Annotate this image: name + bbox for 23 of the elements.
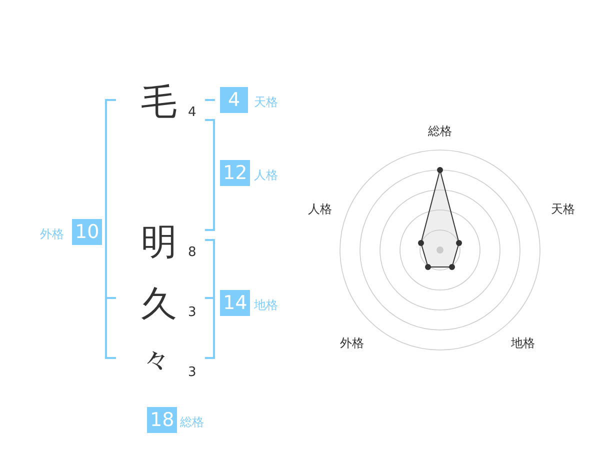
axis-label: 外格 bbox=[340, 335, 364, 352]
axis-label: 地格 bbox=[511, 335, 535, 352]
axis-label: 総格 bbox=[428, 123, 452, 140]
stroke-count: 8 bbox=[188, 245, 196, 260]
score-box: 12 bbox=[220, 160, 250, 186]
stroke-count: 4 bbox=[188, 105, 196, 120]
score-box: 18 bbox=[147, 407, 178, 433]
axis-label: 天格 bbox=[551, 201, 575, 218]
axis-label: 人格 bbox=[308, 201, 332, 218]
name-character: 々 bbox=[141, 342, 171, 380]
name-character: 明 bbox=[141, 221, 177, 265]
score-box: 14 bbox=[220, 290, 250, 316]
score-box: 4 bbox=[220, 87, 248, 113]
name-character: 毛 bbox=[141, 81, 177, 125]
score-label: 総格 bbox=[180, 414, 204, 431]
stroke-count: 3 bbox=[188, 305, 196, 320]
score-label: 外格 bbox=[40, 226, 64, 243]
score-label: 人格 bbox=[254, 167, 278, 184]
score-label: 地格 bbox=[254, 297, 278, 314]
score-box: 10 bbox=[72, 219, 102, 245]
stroke-count: 3 bbox=[188, 365, 196, 380]
name-character: 久 bbox=[141, 283, 177, 327]
score-label: 天格 bbox=[254, 94, 278, 111]
